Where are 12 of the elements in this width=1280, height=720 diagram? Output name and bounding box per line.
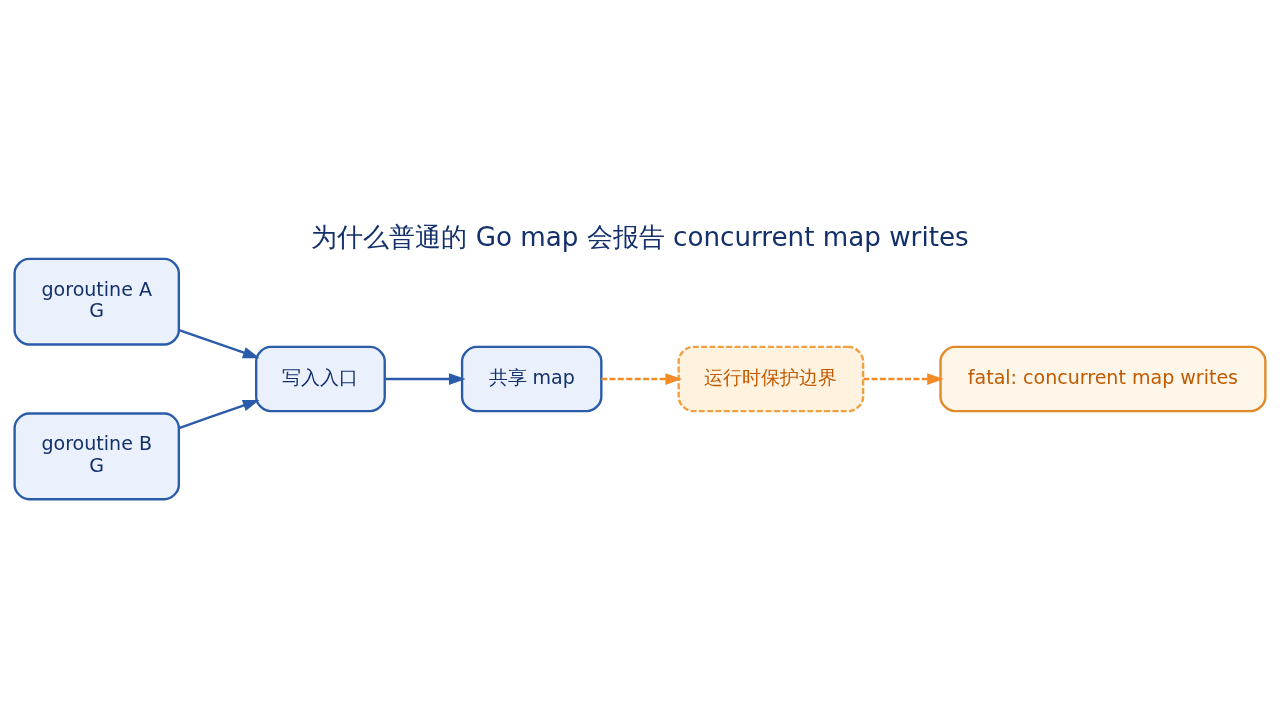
arrow	[384, 373, 466, 385]
node-box: fatal: concurrent map writes	[939, 345, 1267, 413]
arrow	[178, 399, 260, 430]
arrow	[863, 373, 944, 385]
arrow	[601, 373, 683, 385]
node-box: 共享 map	[460, 345, 603, 413]
node-box: 写入入口	[255, 345, 386, 413]
node-box: 运行时保护边界	[677, 345, 865, 413]
diagram-title: 为什么普通的 Go map 会报告 concurrent map writes	[311, 222, 969, 253]
node-box: goroutine B G	[13, 412, 181, 501]
node-box: goroutine A G	[13, 257, 181, 346]
arrow	[178, 328, 260, 359]
